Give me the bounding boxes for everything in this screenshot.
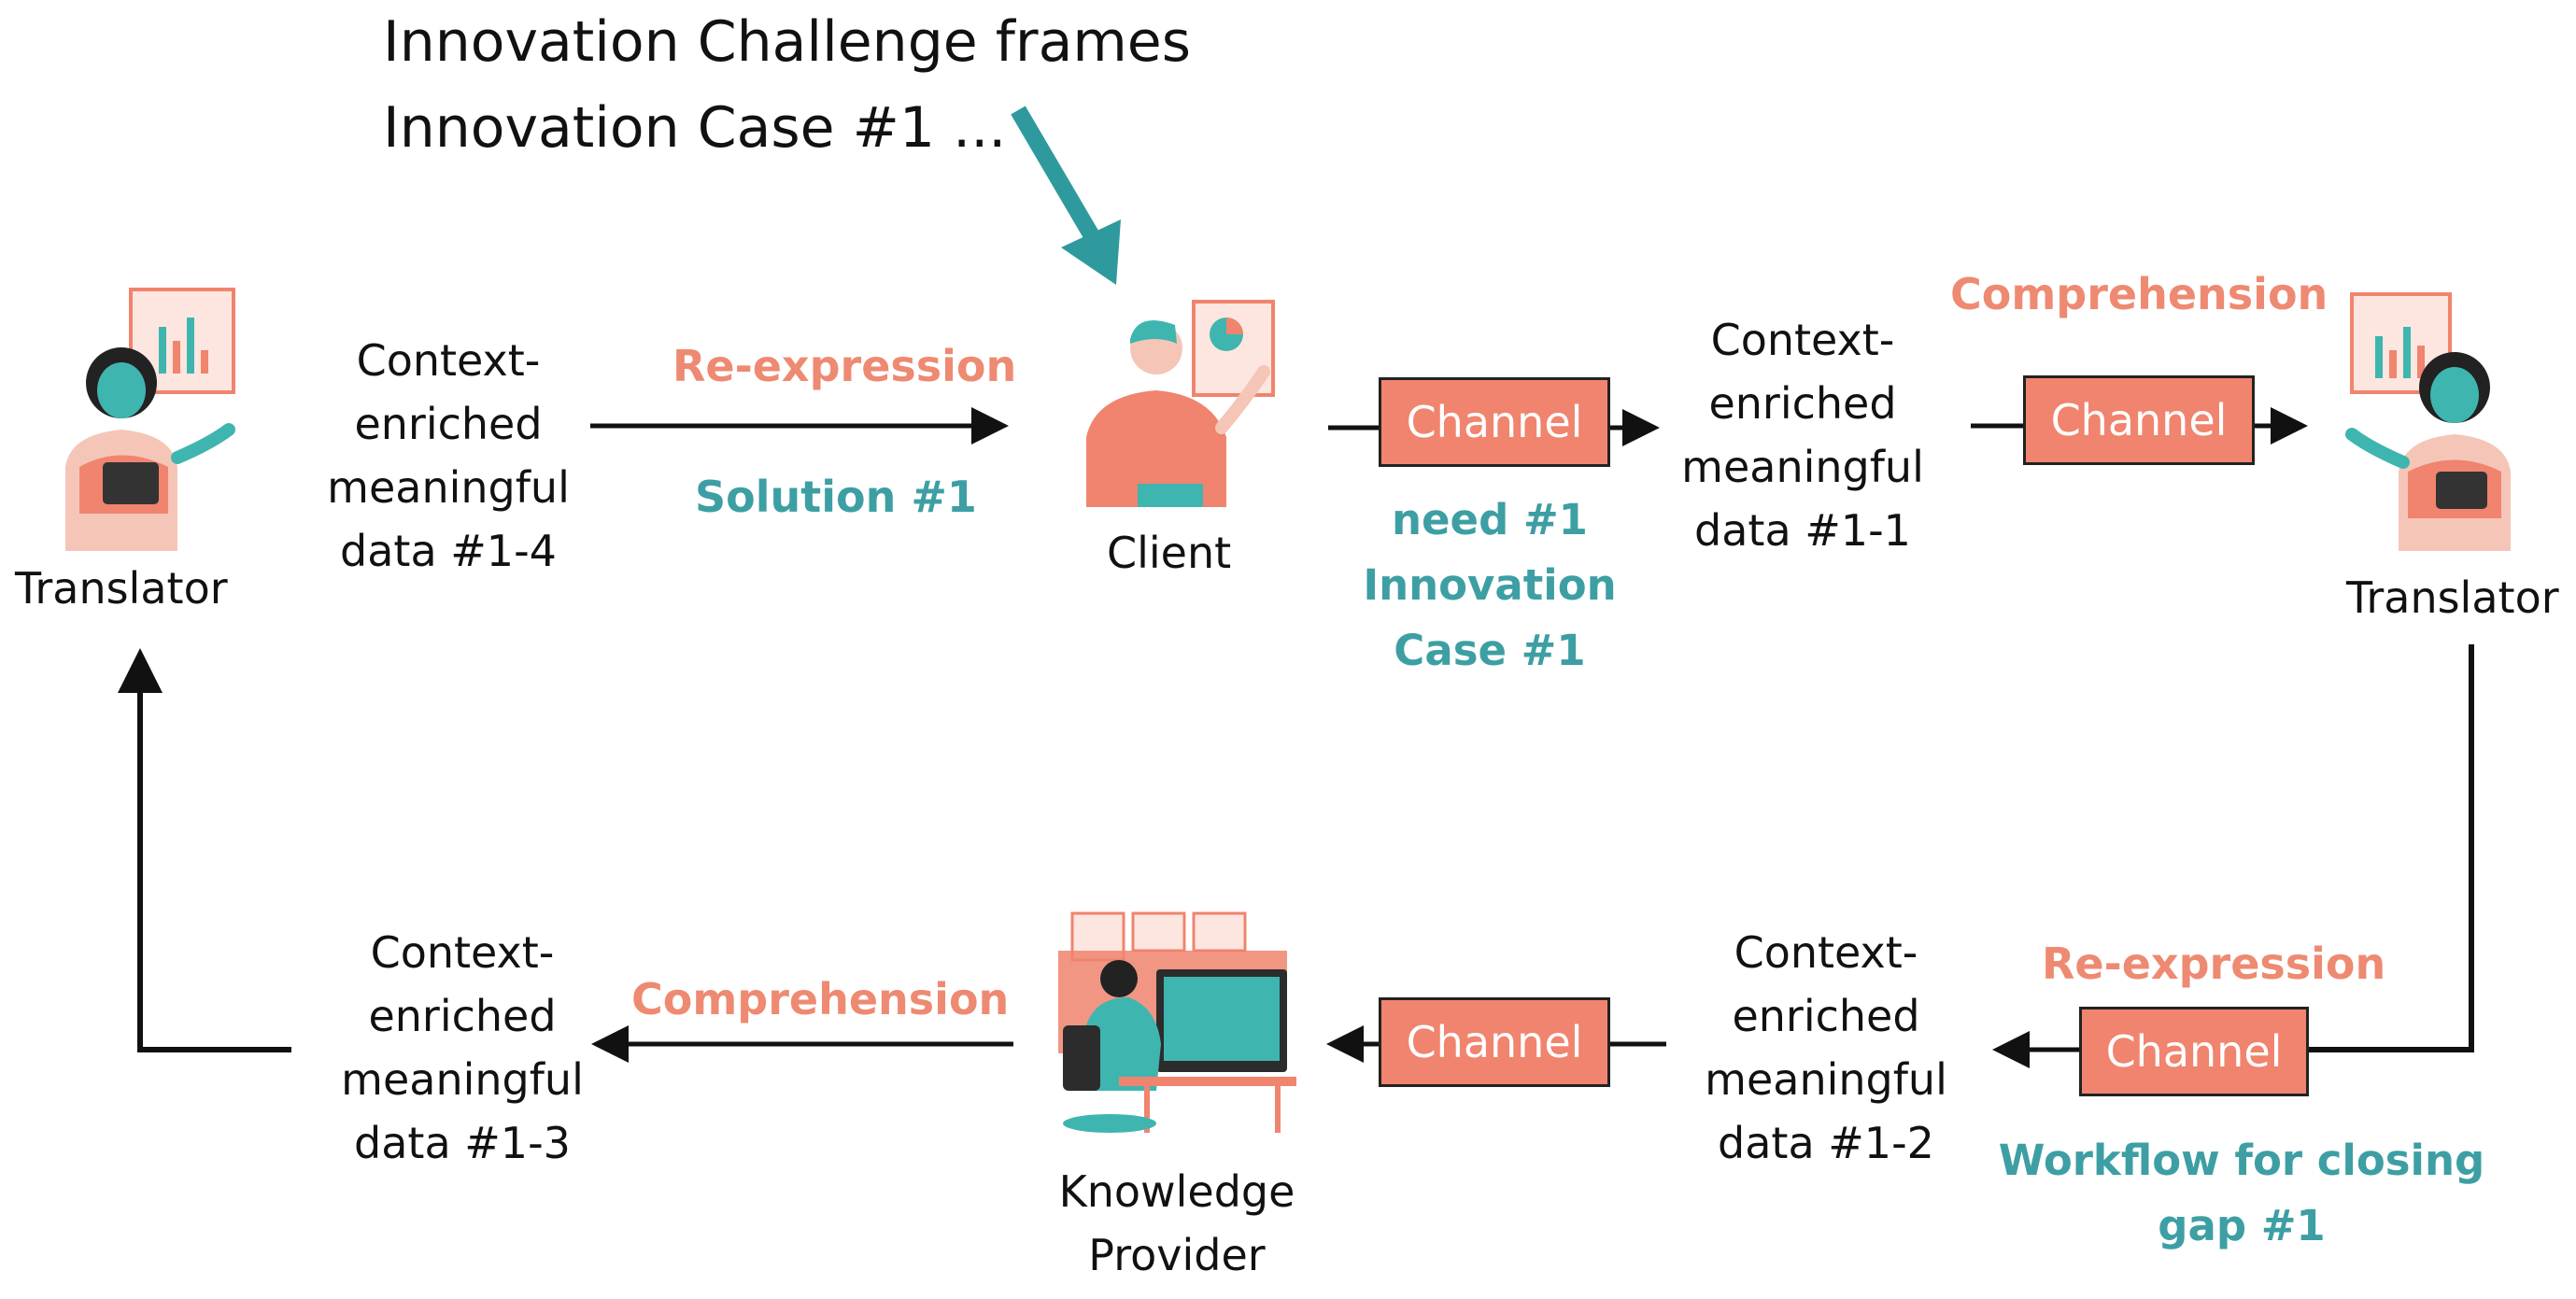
data-node-line: data #1-4: [340, 526, 557, 576]
reexpression-bottom-label: Re-expression: [2042, 939, 2386, 989]
channel-2: Channel: [2023, 375, 2255, 465]
workflow-line: Workflow for closing: [1998, 1136, 2485, 1185]
data-node-line: meaningful: [341, 1054, 584, 1105]
data-node-line: Context-: [1710, 315, 1895, 365]
solution-label: Solution #1: [695, 472, 977, 522]
need-line: Innovation: [1363, 560, 1617, 610]
framing-arrowhead: [1061, 219, 1121, 285]
client-icon: [1086, 300, 1275, 507]
comprehension-bottom-label: Comprehension: [631, 974, 1010, 1024]
workflow-line: gap #1: [2158, 1201, 2326, 1250]
data-node-line: data #1-2: [1718, 1118, 1934, 1168]
data-node-line: meaningful: [327, 462, 570, 513]
data-node-1-1: Context- enriched meaningful data #1-1: [1658, 308, 1947, 562]
comprehension-top-label: Comprehension: [1950, 269, 2328, 319]
knowledge-provider-label: Knowledge Provider: [1027, 1160, 1326, 1287]
framing-arrow-shaft: [1011, 106, 1108, 255]
data-node-line: data #1-1: [1694, 505, 1911, 556]
arrow-data13-to-translator: [118, 648, 291, 1052]
title-line-1: Innovation Challenge frames: [383, 9, 1191, 75]
line-translator-down: [2304, 644, 2474, 1052]
client-label: Client: [1107, 528, 1232, 578]
data-node-line: enriched: [354, 399, 543, 449]
translator-right-label: Translator: [2346, 572, 2559, 623]
title-line-2: Innovation Case #1 ...: [383, 95, 1007, 161]
translator-left-icon: [65, 288, 235, 551]
data-node-line: meaningful: [1705, 1054, 1947, 1105]
channel-3: Channel: [1379, 997, 1610, 1087]
translator-left-label: Translator: [15, 563, 228, 614]
data-node-1-2: Context- enriched meaningful data #1-2: [1681, 921, 1971, 1175]
need-line: Case #1: [1394, 626, 1586, 675]
translator-right-icon: [2345, 292, 2511, 551]
data-node-line: Context-: [1734, 927, 1918, 978]
data-node-line: meaningful: [1681, 442, 1924, 492]
need-innovation-case-label: need #1 Innovation Case #1: [1336, 487, 1644, 684]
data-node-line: enriched: [1708, 378, 1897, 429]
data-node-1-4: Context- enriched meaningful data #1-4: [308, 329, 588, 583]
channel-1: Channel: [1379, 377, 1610, 467]
data-node-line: enriched: [368, 991, 557, 1041]
data-node-line: Context-: [370, 927, 555, 978]
data-node-1-3: Context- enriched meaningful data #1-3: [318, 921, 607, 1175]
workflow-label: Workflow for closing gap #1: [1980, 1128, 2503, 1259]
provider-line: Provider: [1088, 1230, 1266, 1280]
data-node-line: data #1-3: [354, 1118, 571, 1168]
data-node-line: enriched: [1732, 991, 1920, 1041]
channel-4: Channel: [2079, 1007, 2309, 1096]
knowledge-provider-icon: [1058, 911, 1296, 1133]
reexpression-top-label: Re-expression: [672, 341, 1017, 391]
provider-line: Knowledge: [1058, 1166, 1295, 1217]
need-line: need #1: [1392, 495, 1588, 544]
data-node-line: Context-: [356, 335, 541, 386]
